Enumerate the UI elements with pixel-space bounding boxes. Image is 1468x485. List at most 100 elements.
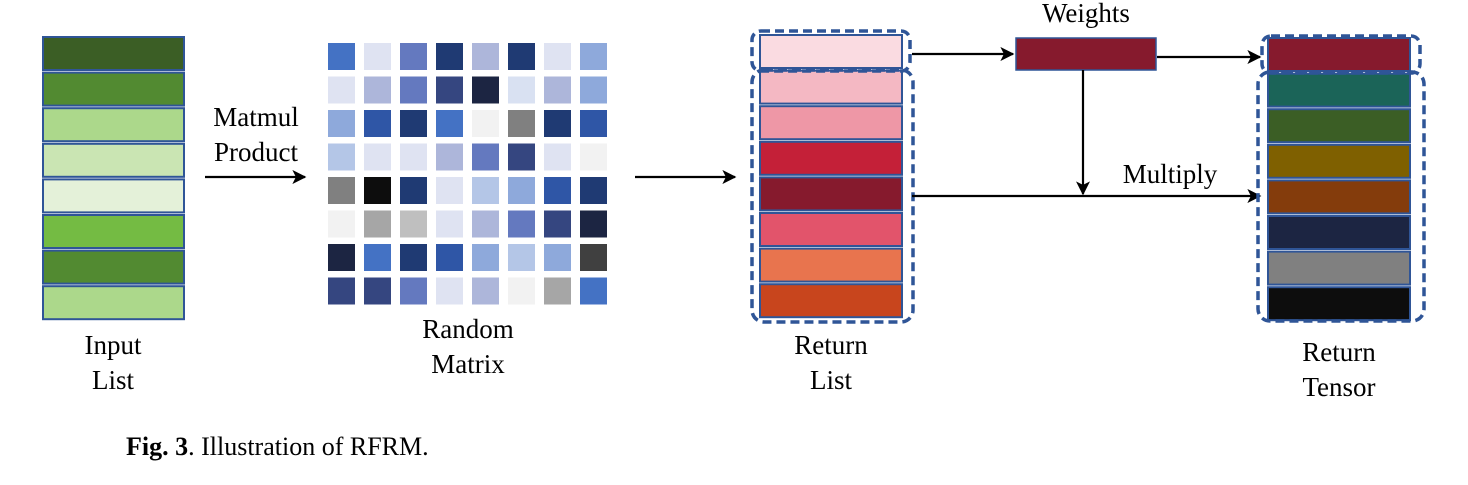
random-matrix-cell-r4-c7 xyxy=(544,143,571,171)
random-matrix-cell-r7-c8 xyxy=(580,244,607,271)
random-matrix-cell-r5-c5 xyxy=(472,177,499,204)
return-list-first-dashed-group xyxy=(750,29,912,73)
random-matrix-cell-r4-c2 xyxy=(364,143,391,171)
return-list-label-line-2: List xyxy=(810,365,853,395)
return-list-cell-8 xyxy=(759,283,903,319)
random-matrix-cell-r8-c8 xyxy=(580,277,607,305)
return-list-label-line-1: Return xyxy=(794,330,868,360)
random-matrix-cell-r5-c6 xyxy=(508,177,535,204)
random-matrix-cell-r5-c8 xyxy=(580,177,607,204)
return-list-cell-5 xyxy=(759,176,903,212)
return-tensor-cell-6 xyxy=(1267,215,1411,250)
random-matrix-cell-r1-c3 xyxy=(400,43,427,70)
random-matrix-cell-r2-c7 xyxy=(544,76,571,104)
random-matrix-cell-r7-c7 xyxy=(544,244,571,271)
figure-caption-number: Fig. 3 xyxy=(126,432,189,461)
random-matrix-cell-r3-c7 xyxy=(544,110,571,137)
input-list-label-line-2: List xyxy=(92,365,135,395)
random-matrix-cell-r8-c2 xyxy=(364,277,391,305)
random-matrix-cell-r6-c7 xyxy=(544,210,571,238)
random-matrix-cell-r1-c8 xyxy=(580,43,607,70)
random-matrix-cell-r2-c2 xyxy=(364,76,391,104)
random-matrix-cell-r4-c1 xyxy=(328,143,355,171)
random-matrix-cell-r6-c3 xyxy=(400,210,427,238)
matmul-label-line-1: Matmul xyxy=(213,102,299,132)
random-matrix-cell-r8-c4 xyxy=(436,277,463,305)
random-matrix-cell-r3-c5 xyxy=(472,110,499,137)
return-list-cell-1 xyxy=(759,34,903,69)
random-matrix-cell-r5-c7 xyxy=(544,177,571,204)
random-matrix-cell-r7-c6 xyxy=(508,244,535,271)
random-matrix-cell-r8-c3 xyxy=(400,277,427,305)
input-list-cell-1 xyxy=(42,36,185,71)
return-tensor-label-line-1: Return xyxy=(1302,337,1376,367)
random-matrix xyxy=(328,43,607,305)
return-tensor xyxy=(1267,37,1411,322)
weights-label: Weights xyxy=(1042,0,1130,28)
return-tensor-cell-5 xyxy=(1267,179,1411,215)
random-matrix-cell-r8-c5 xyxy=(472,277,499,305)
random-matrix-cell-r3-c2 xyxy=(364,110,391,137)
return-tensor-cell-2 xyxy=(1267,72,1411,108)
random-matrix-cell-r1-c2 xyxy=(364,43,391,70)
return-tensor-cell-4 xyxy=(1267,143,1411,179)
random-matrix-cell-r7-c4 xyxy=(436,244,463,271)
input-list-cell-6 xyxy=(42,214,185,249)
random-matrix-cell-r3-c8 xyxy=(580,110,607,137)
return-list-cell-4 xyxy=(759,140,903,176)
return-tensor-label-line-2: Tensor xyxy=(1302,372,1375,402)
input-list-cell-5 xyxy=(42,178,185,214)
input-list-cell-2 xyxy=(42,71,185,107)
return-list-cell-6 xyxy=(759,212,903,247)
random-matrix-cell-r2-c8 xyxy=(580,76,607,104)
random-matrix-cell-r6-c5 xyxy=(472,210,499,238)
random-matrix-cell-r7-c3 xyxy=(400,244,427,271)
random-matrix-cell-r3-c6 xyxy=(508,110,535,137)
random-matrix-cell-r7-c1 xyxy=(328,244,355,271)
random-matrix-cell-r4-c6 xyxy=(508,143,535,171)
return-list xyxy=(759,34,903,319)
random-matrix-cell-r5-c3 xyxy=(400,177,427,204)
random-matrix-cell-r4-c4 xyxy=(436,143,463,171)
random-matrix-cell-r3-c1 xyxy=(328,110,355,137)
random-matrix-cell-r5-c4 xyxy=(436,177,463,204)
return-list-cell-3 xyxy=(759,105,903,141)
input-list-label-line-1: Input xyxy=(85,330,142,360)
random-matrix-cell-r5-c1 xyxy=(328,177,355,204)
random-matrix-cell-r3-c3 xyxy=(400,110,427,137)
random-matrix-cell-r7-c2 xyxy=(364,244,391,271)
random-matrix-cell-r1-c4 xyxy=(436,43,463,70)
return-tensor-cell-8 xyxy=(1267,286,1411,322)
random-matrix-cell-r1-c6 xyxy=(508,43,535,70)
input-list xyxy=(42,36,185,321)
random-matrix-cell-r4-c3 xyxy=(400,143,427,171)
random-matrix-cell-r6-c8 xyxy=(580,210,607,238)
matmul-label-line-2: Product xyxy=(214,137,298,167)
figure-caption-text: . Illustration of RFRM. xyxy=(188,432,429,461)
random-matrix-cell-r5-c2 xyxy=(364,177,391,204)
random-matrix-cell-r1-c7 xyxy=(544,43,571,70)
input-list-cell-7 xyxy=(42,249,185,285)
input-list-cell-4 xyxy=(42,142,185,178)
random-matrix-cell-r6-c1 xyxy=(328,210,355,238)
random-matrix-cell-r2-c4 xyxy=(436,76,463,104)
random-matrix-cell-r6-c4 xyxy=(436,210,463,238)
random-matrix-label-line-1: Random xyxy=(422,314,514,344)
random-matrix-cell-r2-c3 xyxy=(400,76,427,104)
return-tensor-cell-7 xyxy=(1267,250,1411,286)
random-matrix-cell-r6-c2 xyxy=(364,210,391,238)
random-matrix-cell-r8-c7 xyxy=(544,277,571,305)
return-tensor-rest-dashed-group xyxy=(1256,70,1426,323)
random-matrix-cell-r2-c6 xyxy=(508,76,535,104)
random-matrix-label-line-2: Matrix xyxy=(431,349,505,379)
random-matrix-cell-r4-c5 xyxy=(472,143,499,171)
return-tensor-cell-1 xyxy=(1267,37,1411,72)
multiply-label: Multiply xyxy=(1123,159,1218,189)
random-matrix-cell-r8-c1 xyxy=(328,277,355,305)
random-matrix-cell-r1-c1 xyxy=(328,43,355,70)
random-matrix-cell-r3-c4 xyxy=(436,110,463,137)
random-matrix-cell-r6-c6 xyxy=(508,210,535,238)
figure-caption: Fig. 3. Illustration of RFRM. xyxy=(126,432,429,462)
random-matrix-cell-r2-c5 xyxy=(472,76,499,104)
